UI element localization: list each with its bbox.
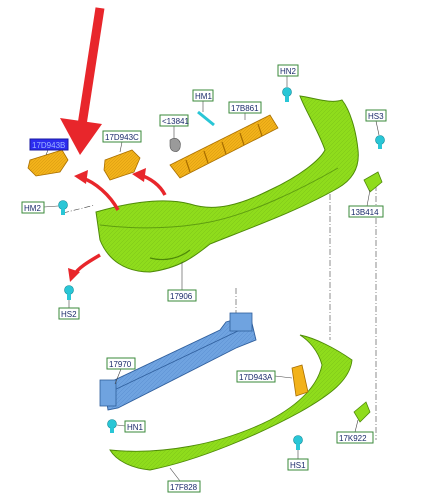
clip-13841 [169,138,181,152]
label-hm1[interactable]: HM1 [192,89,214,102]
leader-13b414 [366,189,371,207]
fastener-hm1 [197,110,215,127]
svg-text:17F828: 17F828 [170,483,198,492]
fastener-hn2 [282,87,292,102]
label-hn2[interactable]: HN2 [277,64,299,77]
leader-17d943b [45,149,49,156]
assembly-line-left [62,204,96,214]
fastener-hn1 [107,419,117,433]
red-curved-arrow-down [68,253,101,282]
label-17k922[interactable]: 17K922 [336,431,374,444]
leader-hn1 [116,424,126,427]
bracket-17d943a [291,364,309,397]
svg-text:17D943A: 17D943A [239,373,273,382]
label-hs3[interactable]: HS3 [365,109,387,122]
leader-17f828 [169,467,181,482]
label-hn1[interactable]: HN1 [124,420,146,433]
reflector-13b414 [363,171,383,193]
svg-text:17D943B: 17D943B [32,141,65,150]
leader-17k922 [354,419,359,433]
bumper-beam-17970 [99,312,257,411]
red-curved-arrow-center [132,168,167,196]
svg-text:HS2: HS2 [61,310,77,319]
label-17d943c[interactable]: 17D943C [102,130,142,143]
leader-17d943a [274,375,293,379]
lower-diffuser-17f828 [109,334,353,471]
svg-text:<13841: <13841 [162,117,189,126]
fastener-hm2 [58,200,68,215]
fastener-hs3 [375,135,385,149]
svg-text:17D943C: 17D943C [105,133,139,142]
label-17b861[interactable]: 17B861 [228,101,262,114]
svg-text:17970: 17970 [109,360,132,369]
label-13b414[interactable]: 13B414 [348,205,384,218]
label-hs2[interactable]: HS2 [58,307,80,320]
label-hm2[interactable]: HM2 [21,201,45,214]
svg-text:HM2: HM2 [24,204,41,213]
svg-text:13B414: 13B414 [351,208,379,217]
fastener-hs2 [64,285,74,300]
rear-bumper-cover [95,95,359,273]
red-pointer-arrow [60,7,105,155]
label-17f828[interactable]: 17F828 [167,480,201,493]
label-17d943a[interactable]: 17D943A [236,370,276,383]
bracket-17d943c [103,149,141,181]
leader-17970 [114,368,122,385]
bracket-17b861 [169,114,279,179]
label-17906[interactable]: 17906 [167,289,197,302]
label-13841[interactable]: <13841 [159,114,189,127]
svg-text:HN1: HN1 [127,423,144,432]
svg-text:HS1: HS1 [290,461,306,470]
label-17d943b[interactable]: 17D943B [29,138,69,151]
svg-text:17906: 17906 [170,292,193,301]
label-17970[interactable]: 17970 [106,357,136,370]
svg-text:17B861: 17B861 [231,104,259,113]
svg-text:HS3: HS3 [368,112,384,121]
label-hs1[interactable]: HS1 [287,458,309,471]
leader-hm2 [43,205,59,208]
leader-17d943c [119,141,123,153]
fastener-hs1 [293,435,303,450]
bracket-17d943b [27,149,69,177]
red-curved-arrow-left [74,170,120,211]
svg-text:HM1: HM1 [195,92,212,101]
leader-hs3 [375,120,380,136]
svg-text:17K922: 17K922 [339,434,367,443]
svg-text:HN2: HN2 [280,67,297,76]
part-17k922 [353,401,371,423]
